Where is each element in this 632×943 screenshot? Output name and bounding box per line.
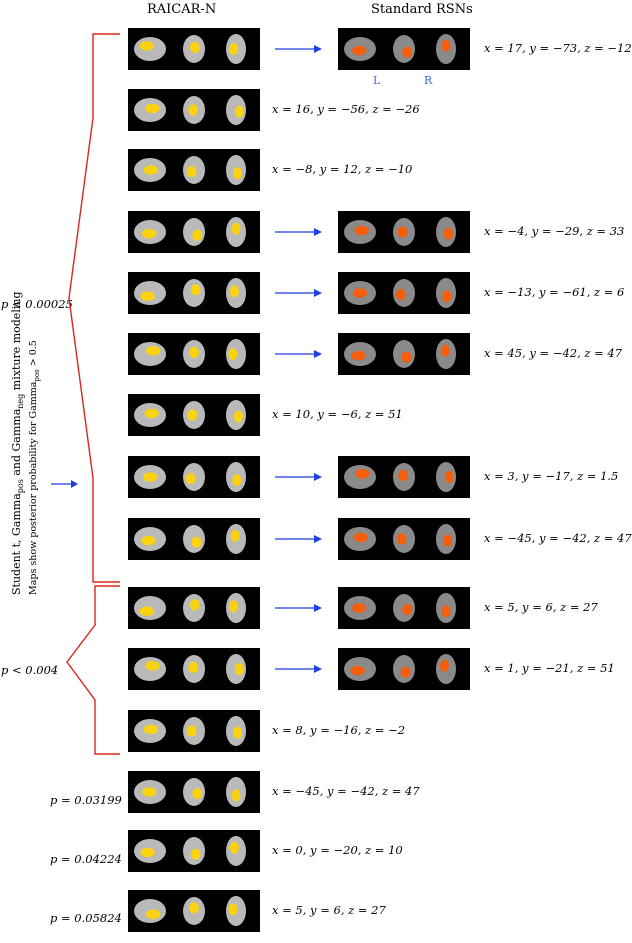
row15-pvalue: p = 0.05824: [50, 911, 122, 925]
rsn-panel-6: [338, 333, 470, 375]
group1-pvalue: p < 0.00025: [1, 297, 73, 311]
coord-label-7: x = 10, y = −6, z = 51: [272, 407, 403, 421]
group1-brace: [68, 33, 120, 583]
coord-label-12: x = 8, y = −16, z = −2: [272, 723, 406, 737]
rsn-panel-11: [338, 648, 470, 690]
rsn-panel-4: [338, 211, 470, 253]
rsn-panel-9: [338, 518, 470, 560]
coord-label-8: x = 3, y = −17, z = 1.5: [484, 469, 619, 483]
coord-label-10: x = 5, y = 6, z = 27: [484, 600, 598, 614]
raicar-panel-15: [128, 890, 260, 932]
header-raicar: RAICAR-N: [147, 2, 217, 17]
coord-label-4: x = −4, y = −29, z = 33: [484, 224, 625, 238]
row14-pvalue: p = 0.04224: [50, 852, 122, 866]
coord-label-14: x = 0, y = −20, z = 10: [272, 843, 403, 857]
raicar-panel-14: [128, 830, 260, 872]
raicar-panel-7: [128, 394, 260, 436]
arrow-head-10: [314, 604, 322, 612]
raicar-panel-10: [128, 587, 260, 629]
coord-label-2: x = 16, y = −56, z = −26: [272, 102, 420, 116]
left-hemisphere-label: L: [373, 74, 381, 87]
group2-pvalue: p < 0.004: [1, 663, 59, 677]
rsn-panel-8: [338, 456, 470, 498]
header-standard-rsns: Standard RSNs: [371, 2, 473, 17]
arrow-head-5: [314, 289, 322, 297]
coord-label-3: x = −8, y = 12, z = −10: [272, 162, 413, 176]
group2-brace: [66, 585, 120, 755]
raicar-panel-6: [128, 333, 260, 375]
coord-label-9: x = −45, y = −42, z = 47: [484, 531, 632, 545]
raicar-panel-5: [128, 272, 260, 314]
arrow-head-11: [314, 665, 322, 673]
coord-label-1: x = 17, y = −73, z = −12: [484, 41, 632, 55]
raicar-panel-3: [128, 149, 260, 191]
rsn-panel-10: [338, 587, 470, 629]
coord-label-11: x = 1, y = −21, z = 51: [484, 661, 615, 675]
side-arrow-head: [71, 480, 78, 488]
arrow-head-8: [314, 473, 322, 481]
coord-label-5: x = −13, y = −61, z = 6: [484, 285, 625, 299]
raicar-panel-8: [128, 456, 260, 498]
raicar-panel-1: [128, 28, 260, 70]
arrow-head-1: [314, 45, 322, 53]
raicar-panel-2: [128, 89, 260, 131]
coord-label-6: x = 45, y = −42, z = 47: [484, 346, 623, 360]
right-hemisphere-label: R: [424, 74, 433, 87]
raicar-panel-4: [128, 211, 260, 253]
raicar-panel-12: [128, 710, 260, 752]
arrow-head-9: [314, 535, 322, 543]
coord-label-15: x = 5, y = 6, z = 27: [272, 903, 386, 917]
rsn-panel-5: [338, 272, 470, 314]
arrow-head-4: [314, 228, 322, 236]
coord-label-13: x = −45, y = −42, z = 47: [272, 784, 420, 798]
raicar-panel-13: [128, 771, 260, 813]
row13-pvalue: p = 0.03199: [50, 793, 122, 807]
arrow-head-6: [314, 350, 322, 358]
raicar-panel-11: [128, 648, 260, 690]
raicar-panel-9: [128, 518, 260, 560]
rsn-panel-1: [338, 28, 470, 70]
